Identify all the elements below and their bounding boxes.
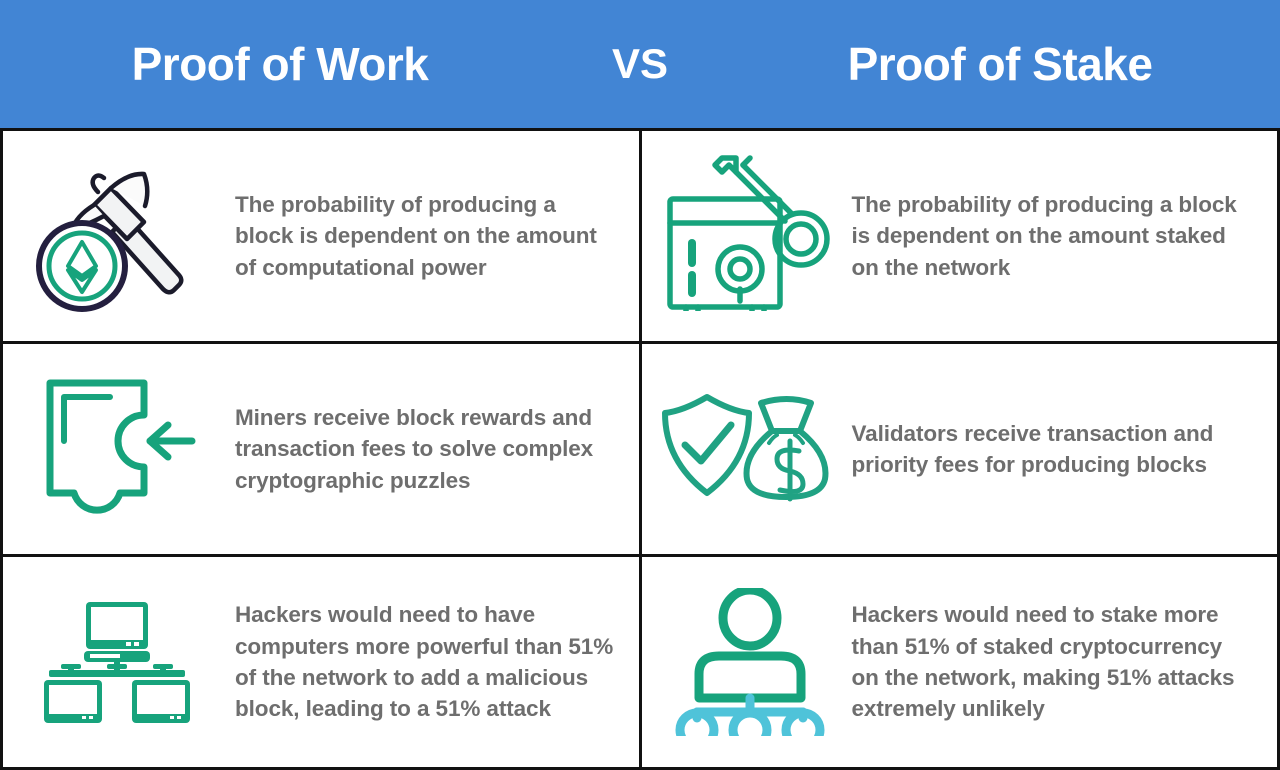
cell-pos-row1: The probability of producing a block is … [641, 131, 1277, 341]
cell-text: Miners receive block rewards and transac… [235, 405, 594, 493]
header-vs-cell: VS [560, 0, 720, 128]
header-left-cell: Proof of Work [0, 0, 560, 128]
computer-network-icon [3, 557, 235, 767]
pickaxe-ethereum-coin-icon [3, 131, 235, 341]
header-banner: Proof of Work VS Proof of Stake [0, 0, 1280, 128]
cell-pos-row3: Hackers would need to stake more than 51… [641, 557, 1277, 767]
cell-pow-row1: The probability of producing a block is … [3, 131, 639, 341]
person-hierarchy-nodes-icon [642, 557, 852, 767]
cell-pow-row2: Miners receive block rewards and transac… [3, 344, 639, 554]
puzzle-piece-arrow-icon [3, 344, 235, 554]
header-versus-label: VS [611, 40, 669, 87]
cell-pow-row3: Hackers would need to have computers mor… [3, 557, 639, 767]
cell-text: Hackers would need to stake more than 51… [851, 602, 1235, 722]
safe-with-key-icon [642, 131, 852, 341]
cell-text: The probability of producing a block is … [851, 192, 1237, 280]
cell-pos-row2: Validators receive transaction and prior… [641, 344, 1277, 554]
cell-text: Validators receive transaction and prior… [851, 420, 1214, 477]
cell-text: Hackers would need to have computers mor… [235, 602, 614, 722]
header-title-proof-of-work: Proof of Work [131, 38, 429, 90]
comparison-grid: The probability of producing a block is … [0, 128, 1280, 770]
header-right-cell: Proof of Stake [720, 0, 1280, 128]
header-title-proof-of-stake: Proof of Stake [847, 38, 1153, 90]
cell-text: The probability of producing a block is … [235, 192, 597, 280]
shield-check-money-bag-icon [642, 344, 852, 554]
